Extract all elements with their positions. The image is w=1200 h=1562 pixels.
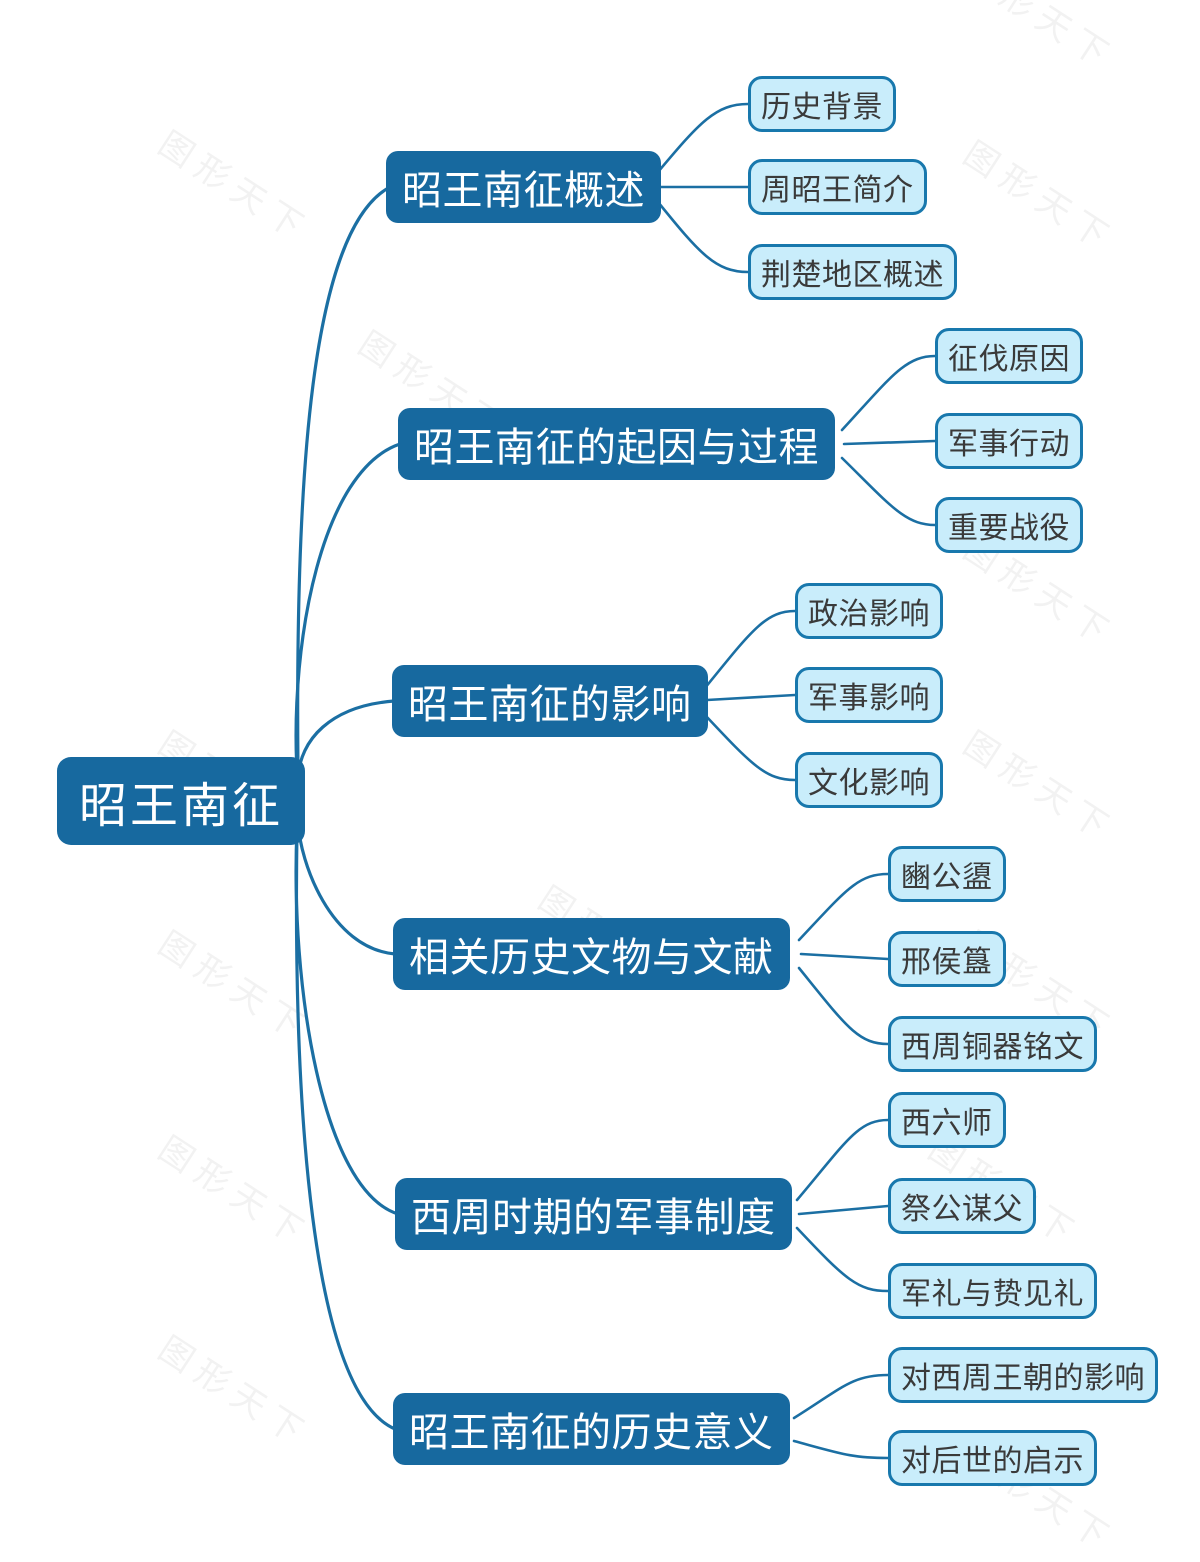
branch-node-cause-process[interactable]: 昭王南征的起因与过程: [398, 408, 835, 480]
child-node[interactable]: 重要战役: [935, 497, 1083, 553]
child-node[interactable]: 征伐原因: [935, 328, 1083, 384]
branch-node-significance[interactable]: 昭王南征的历史意义: [393, 1393, 790, 1465]
connector-b6-c2: [792, 1439, 890, 1460]
connector-root-branch3: [296, 699, 396, 780]
child-node[interactable]: 文化影响: [795, 752, 943, 808]
child-node[interactable]: 历史背景: [748, 76, 896, 132]
connector-b2-c2: [842, 439, 937, 446]
connector-b4-c2: [799, 952, 890, 961]
connector-b5-c3: [795, 1226, 890, 1293]
child-node[interactable]: 荆楚地区概述: [748, 244, 957, 300]
child-node[interactable]: 政治影响: [795, 583, 943, 639]
child-node[interactable]: 军事行动: [935, 413, 1083, 469]
connector-b5-c2: [797, 1204, 890, 1216]
branch-node-overview[interactable]: 昭王南征概述: [386, 151, 661, 223]
child-node[interactable]: 邢侯簋: [888, 931, 1006, 987]
child-node[interactable]: 西六师: [888, 1092, 1006, 1148]
root-node[interactable]: 昭王南征: [57, 757, 306, 845]
connector-root-branch4: [296, 820, 397, 956]
child-node[interactable]: 对后世的启示: [888, 1430, 1097, 1486]
branch-node-relics[interactable]: 相关历史文物与文献: [393, 918, 790, 990]
connector-root-branch5: [294, 826, 400, 1216]
connector-b4-c3: [797, 966, 890, 1046]
connector-b3-c3: [703, 713, 797, 782]
child-node[interactable]: 祭公谋父: [888, 1178, 1036, 1234]
child-node[interactable]: 西周铜器铭文: [888, 1016, 1097, 1072]
child-node[interactable]: 军礼与贽见礼: [888, 1263, 1097, 1319]
branch-node-impact[interactable]: 昭王南征的影响: [392, 665, 708, 737]
branch-node-military-system[interactable]: 西周时期的军事制度: [395, 1178, 792, 1250]
connector-b3-c2: [705, 693, 797, 702]
connector-b3-c1: [703, 609, 797, 690]
connector-root-branch6: [294, 828, 397, 1431]
connector-b2-c1: [840, 354, 937, 432]
connector-root-branch2: [294, 442, 402, 774]
connector-b1-c3: [656, 200, 750, 274]
connector-b2-c3: [840, 456, 937, 527]
connector-root-branch1: [296, 185, 392, 772]
child-node[interactable]: 对西周王朝的影响: [888, 1347, 1158, 1403]
connector-b4-c1: [797, 872, 890, 942]
connector-b6-c1: [792, 1373, 890, 1420]
connector-b1-c1: [656, 102, 750, 174]
child-node[interactable]: 周昭王简介: [748, 159, 927, 215]
connector-b5-c1: [795, 1118, 890, 1202]
child-node[interactable]: 军事影响: [795, 667, 943, 723]
child-node[interactable]: 豳公盨: [888, 846, 1006, 902]
